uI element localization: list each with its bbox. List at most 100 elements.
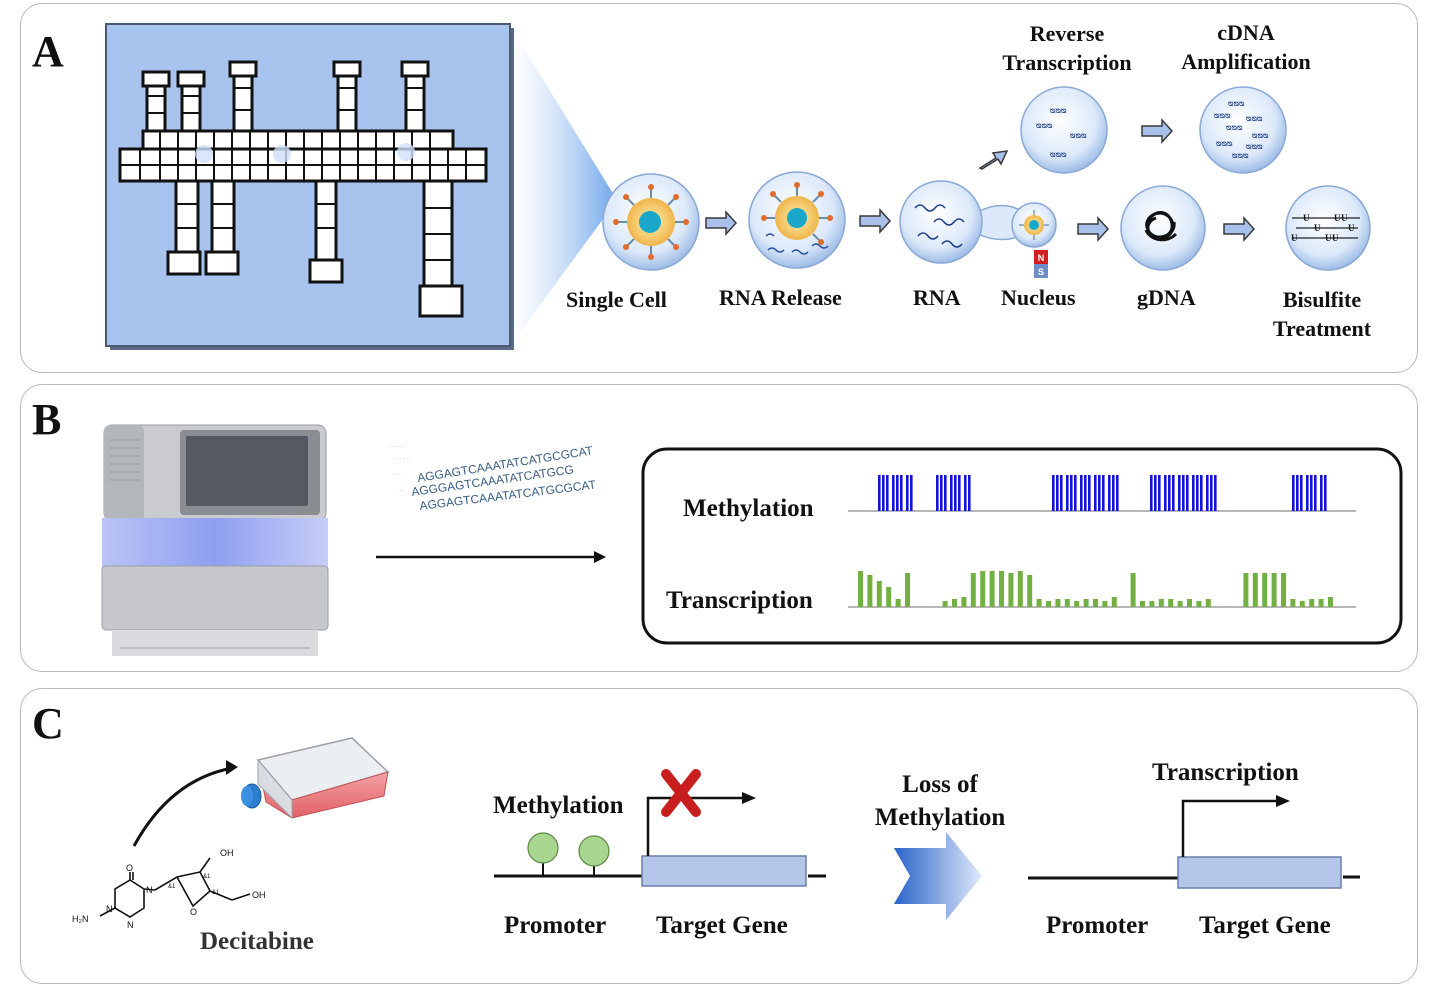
transcription-bar — [980, 571, 986, 607]
methylation-bar — [950, 475, 953, 511]
methylation-bar — [1080, 475, 1083, 511]
arrow-gdna-to-bisulfite — [1223, 216, 1256, 242]
transcription-bar — [1130, 573, 1136, 607]
panel-c-letter: C — [32, 699, 64, 748]
transcription-bar — [1187, 599, 1192, 607]
label-cdna-amplification: cDNA Amplification — [1172, 19, 1320, 76]
methylation-bar — [1168, 475, 1171, 511]
panel-a-letter: A — [32, 27, 64, 76]
methylation-bar — [1314, 475, 1317, 511]
transcription-bar — [1205, 599, 1211, 607]
methylation-bar — [944, 475, 947, 511]
atom-n-3: N — [127, 920, 134, 930]
atom-oh-side: OH — [252, 890, 266, 900]
methylation-bar — [1060, 475, 1063, 511]
transcription-bar — [858, 571, 863, 607]
transcription-bar — [961, 597, 967, 607]
decitabine-atoms: O N N N H₂N O OH OH &1 &1 &1 — [72, 848, 266, 930]
transcription-bar — [886, 587, 892, 607]
left-target-gene-label: Target Gene — [656, 912, 788, 939]
methylation-bar — [892, 475, 895, 511]
atom-o-carbonyl: O — [126, 863, 133, 873]
treatment-arrowhead — [226, 760, 238, 775]
arrow-release-to-rna — [859, 208, 892, 234]
transcription-bar — [1046, 601, 1051, 607]
methylation-bar — [954, 475, 957, 511]
atom-oh-top: OH — [220, 848, 234, 858]
svg-text:· ·· · ··: · ·· · ·· — [394, 456, 411, 462]
drug-name: Decitabine — [200, 928, 314, 955]
transcription-bar — [1262, 573, 1268, 607]
svg-text:ᴓᴓᴓ: ᴓᴓᴓ — [1252, 130, 1269, 140]
sequencer-instrument — [101, 424, 329, 656]
flow-arrows-a — [705, 118, 1256, 242]
methylation-bar — [1088, 475, 1091, 511]
transcription-bar — [867, 575, 873, 607]
zoom-cone — [510, 26, 617, 346]
bisulfite-u-2: U — [1334, 213, 1341, 223]
methylated-gene-diagram — [494, 769, 826, 887]
methylation-bar — [1108, 475, 1111, 511]
methylation-bar — [1196, 475, 1199, 511]
transcription-bar — [1196, 601, 1202, 607]
loss-of-methylation-label: Loss of Methylation — [862, 769, 1018, 834]
transcription-bar — [1318, 599, 1324, 607]
bisulfite-u-6: U — [1291, 233, 1298, 243]
methylation-bar — [886, 475, 889, 511]
label-single-cell: Single Cell — [566, 287, 667, 312]
transcription-bar — [1111, 597, 1117, 607]
label-bisulfite-line2: Treatment — [1272, 315, 1372, 341]
transcription-bar — [1299, 601, 1305, 607]
atom-o-ring: O — [190, 907, 197, 917]
methylation-bar — [1186, 475, 1189, 511]
svg-text:ᴓᴓᴓ: ᴓᴓᴓ — [1226, 122, 1243, 132]
methylation-bar — [1192, 475, 1195, 511]
methylation-bar — [1172, 475, 1175, 511]
svg-text:ᴓᴓᴓ: ᴓᴓᴓ — [1214, 110, 1231, 120]
methylation-bar — [1084, 475, 1087, 511]
right-promoter-label: Promoter — [1046, 912, 1149, 939]
track-label-methylation: Methylation — [683, 495, 814, 522]
methylation-bar — [1200, 475, 1203, 511]
atom-h2n: H₂N — [72, 914, 89, 924]
stereo-1: &1 — [168, 884, 176, 890]
transcription-bar — [1271, 573, 1277, 607]
svg-text:·· ··· ·: ·· ··· · — [390, 444, 405, 450]
transcription-bar — [1177, 601, 1183, 607]
left-methylation-label: Methylation — [493, 792, 624, 819]
label-bisulfite-treatment: Bisulfite Treatment — [1262, 286, 1382, 343]
transcription-bar — [1102, 601, 1108, 607]
bisulfite-u-4: U — [1314, 223, 1321, 233]
svg-text:· ··: · ·· — [396, 488, 404, 494]
bisulfite-u-5: U — [1348, 223, 1355, 233]
methylation-track — [878, 475, 1327, 511]
right-transcription-label: Transcription — [1152, 759, 1299, 786]
label-nucleus: Nucleus — [1001, 285, 1076, 310]
methylation-bar — [900, 475, 903, 511]
transcription-bar — [952, 599, 957, 607]
transcription-bar — [1036, 599, 1042, 607]
svg-text:ᴓᴓᴓ: ᴓᴓᴓ — [1246, 141, 1263, 151]
methyl-group-2 — [578, 835, 610, 867]
methylation-bar — [1102, 475, 1105, 511]
arrow-rna-to-rt — [978, 150, 1009, 170]
single-cell-bubble — [602, 173, 700, 271]
methylation-bar — [1074, 475, 1077, 511]
rna-bubble — [899, 180, 1021, 264]
left-promoter-label: Promoter — [504, 912, 607, 939]
transcription-track — [858, 571, 1333, 607]
magnet-s-label: S — [1038, 267, 1044, 277]
track-label-transcription: Transcription — [666, 587, 813, 614]
stereo-3: &1 — [212, 890, 220, 896]
methylation-bar — [1098, 475, 1101, 511]
transcription-bar — [1290, 599, 1296, 607]
arrow-nucleus-to-gdna — [1077, 216, 1110, 242]
methylation-bar — [1056, 475, 1059, 511]
methyl-group-1 — [527, 832, 559, 864]
methylation-bar — [1182, 475, 1185, 511]
microfluidic-chip — [105, 23, 514, 350]
methylation-bar — [1116, 475, 1119, 511]
bisulfite-u-8: U — [1332, 233, 1339, 243]
